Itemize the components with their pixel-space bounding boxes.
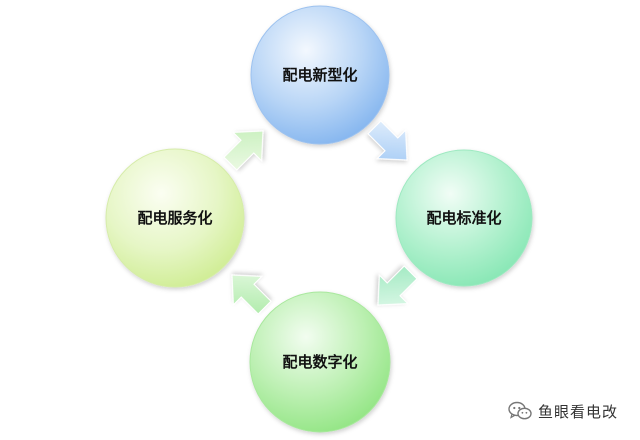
wechat-icon [508, 401, 532, 420]
node-bottom: 配电数字化 [249, 291, 391, 433]
arrow-top-to-right [367, 120, 408, 161]
arrow-left-to-top [223, 130, 264, 171]
arrow-bottom-to-left [231, 274, 272, 315]
node-top-label: 配电新型化 [282, 66, 357, 84]
node-right-label: 配电标准化 [426, 209, 501, 227]
watermark: 鱼眼看电改 [508, 398, 618, 424]
node-bottom-label: 配电数字化 [282, 353, 357, 371]
arrow-right-to-bottom [377, 265, 418, 306]
node-right: 配电标准化 [395, 149, 533, 287]
watermark-text: 鱼眼看电改 [538, 402, 619, 421]
node-left: 配电服务化 [105, 148, 245, 288]
node-top: 配电新型化 [250, 5, 390, 145]
node-left-label: 配电服务化 [137, 209, 212, 227]
